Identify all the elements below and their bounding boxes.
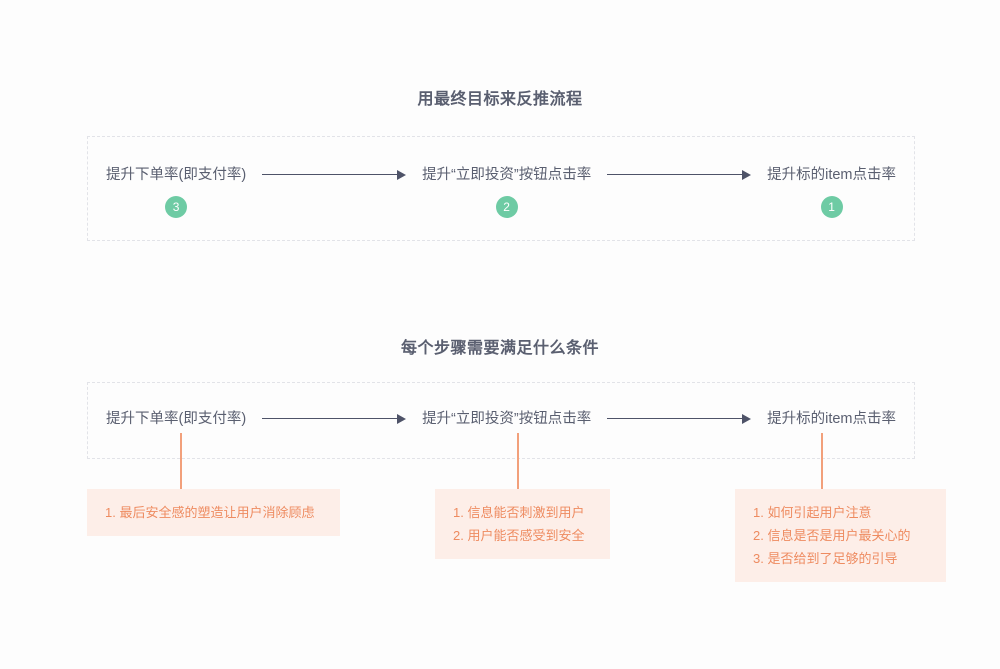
flow-node-label: 提升“立即投资”按钮点击率 <box>422 411 592 427</box>
condition-item: 1. 信息能否刺激到用户 <box>453 505 585 520</box>
flow-node-invest-button-2[interactable]: 提升“立即投资”按钮点击率 <box>422 409 591 429</box>
condition-item: 2. 用户能否感受到安全 <box>453 528 585 543</box>
flow-node-label: 提升下单率(即支付率) <box>106 167 247 183</box>
flow-node-label: 提升标的item点击率 <box>767 167 897 183</box>
arrow-right-icon <box>262 409 406 429</box>
flow-row-goal: 提升下单率(即支付率) 3 提升“立即投资”按钮点击率 2 提升标的item点击… <box>106 165 896 218</box>
condition-item: 3. 是否给到了足够的引导 <box>753 551 898 566</box>
connector-line-2 <box>517 433 519 490</box>
arrow-right-icon <box>607 165 752 185</box>
condition-item: 2. 信息是否是用户最关心的 <box>753 528 911 543</box>
flow-node-badge: 1 <box>820 196 843 218</box>
flow-node-item-click[interactable]: 提升标的item点击率 1 <box>767 165 896 218</box>
flow-node-badge: 3 <box>165 196 188 218</box>
condition-item: 1. 如何引起用户注意 <box>753 505 872 520</box>
section-title-goal-flow: 用最终目标来反推流程 <box>417 91 583 108</box>
flow-node-label: 提升下单率(即支付率) <box>106 411 247 427</box>
flow-node-badge: 2 <box>495 196 518 218</box>
flow-node-label: 提升“立即投资”按钮点击率 <box>422 167 592 183</box>
flow-node-item-click-2[interactable]: 提升标的item点击率 <box>767 409 896 429</box>
condition-item: 1. 最后安全感的塑造让用户消除顾虑 <box>105 505 315 520</box>
flow-container-conditions <box>87 382 915 459</box>
arrow-right-icon <box>262 165 406 185</box>
flow-node-payment-rate-2[interactable]: 提升下单率(即支付率) <box>106 409 246 429</box>
flow-node-invest-button[interactable]: 提升“立即投资”按钮点击率 2 <box>422 165 591 218</box>
arrow-right-icon <box>607 409 752 429</box>
flow-container-goal <box>87 136 915 241</box>
section-title-step-conditions: 每个步骤需要满足什么条件 <box>400 340 599 357</box>
connector-line-1 <box>180 433 182 490</box>
condition-box-item: 1. 如何引起用户注意 2. 信息是否是用户最关心的 3. 是否给到了足够的引导 <box>735 489 946 582</box>
flow-node-label: 提升标的item点击率 <box>767 411 897 427</box>
condition-box-payment: 1. 最后安全感的塑造让用户消除顾虑 <box>87 489 340 536</box>
connector-line-3 <box>821 433 823 490</box>
condition-box-invest: 1. 信息能否刺激到用户 2. 用户能否感受到安全 <box>435 489 610 559</box>
flow-row-conditions: 提升下单率(即支付率) 提升“立即投资”按钮点击率 提升标的item点击率 <box>106 409 896 429</box>
flow-node-payment-rate[interactable]: 提升下单率(即支付率) 3 <box>106 165 246 218</box>
